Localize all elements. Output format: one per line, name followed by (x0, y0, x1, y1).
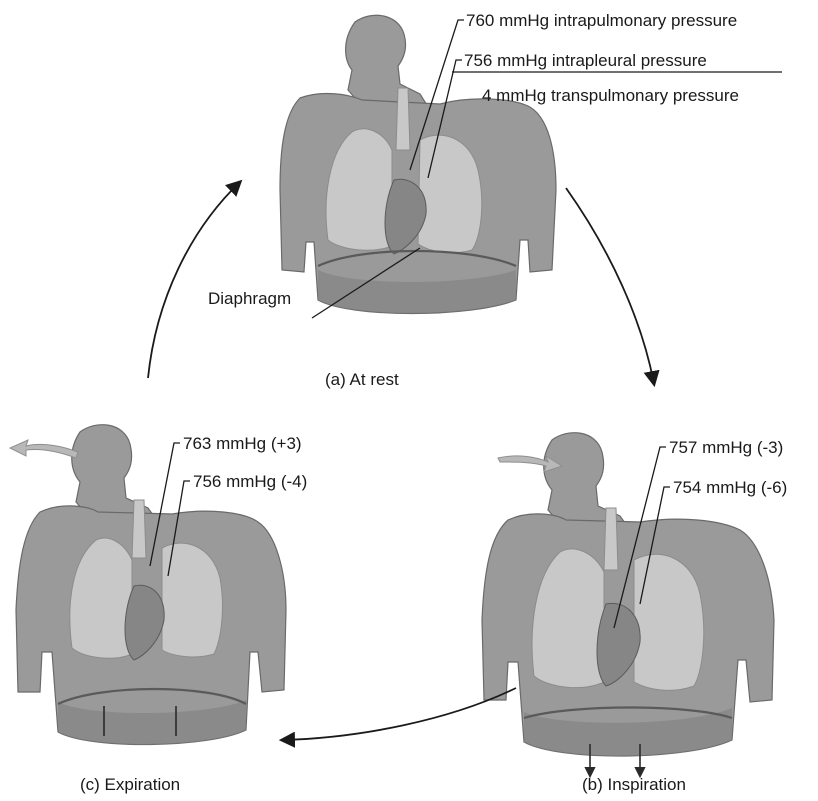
rest-transpulmonary-label: 4 mmHg transpulmonary pressure (482, 86, 739, 105)
diaphragm-label: Diaphragm (208, 289, 291, 308)
inspiration-intrapulmonary-label: 757 mmHg (-3) (669, 438, 783, 457)
expiration-intrapleural-label: 756 mmHg (-4) (193, 472, 307, 491)
air-out-arrow-icon (10, 440, 78, 458)
curved-arrow-icon (282, 688, 516, 740)
panel-at-rest: 760 mmHg intrapulmonary pressure 756 mmH… (208, 11, 782, 389)
expiration-intrapulmonary-label: 763 mmHg (+3) (183, 434, 302, 453)
rest-intrapulmonary-label: 760 mmHg intrapulmonary pressure (466, 11, 737, 30)
panel-inspiration: 757 mmHg (-3) 754 mmHg (-6) (b) Inspirat… (482, 433, 787, 794)
curved-arrow-icon (148, 182, 240, 378)
rest-caption: (a) At rest (325, 370, 399, 389)
panel-expiration: 763 mmHg (+3) 756 mmHg (-4) (c) Expirati… (10, 425, 307, 794)
inspiration-caption: (b) Inspiration (582, 775, 686, 794)
rest-intrapleural-label: 756 mmHg intrapleural pressure (464, 51, 707, 70)
inspiration-intrapleural-label: 754 mmHg (-6) (673, 478, 787, 497)
expiration-caption: (c) Expiration (80, 775, 180, 794)
curved-arrow-icon (566, 188, 654, 384)
